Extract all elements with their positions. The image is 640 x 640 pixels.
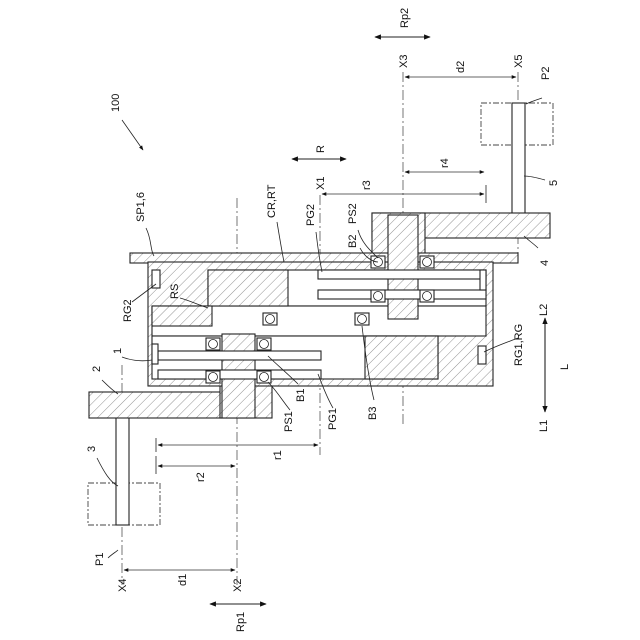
label-r2: r2 <box>195 472 207 482</box>
label-d2: d2 <box>455 61 467 73</box>
label-rg1: RG1,RG <box>513 324 525 366</box>
planet-gear-pg2-b <box>318 290 486 299</box>
label-ref-4: 4 <box>539 260 551 266</box>
label-ps2: PS2 <box>347 203 359 224</box>
planet-gear-pg1-b <box>158 370 321 379</box>
end-cap-left <box>152 344 158 364</box>
label-rg2: RG2 <box>122 299 134 322</box>
input-arm-2 <box>89 392 221 418</box>
label-sp: SP1,6 <box>135 192 147 222</box>
label-d1: d1 <box>177 574 189 586</box>
ring-gear-rg2-mark <box>152 270 160 288</box>
label-x4: X4 <box>117 579 129 592</box>
label-x2: X2 <box>232 579 244 592</box>
label-r4: r4 <box>439 158 451 168</box>
label-l1: L1 <box>538 420 550 432</box>
label-r: R <box>315 145 327 153</box>
label-cr: CR,RT <box>266 184 278 218</box>
ring-gear-rs <box>152 306 212 326</box>
planet-gear-pg2 <box>318 270 486 279</box>
planet-gear-pg1 <box>158 351 321 360</box>
end-cap-right <box>480 270 486 290</box>
label-r1: r1 <box>272 450 284 460</box>
label-rp1: Rp1 <box>235 612 247 632</box>
ring-gear-rg1-mark <box>478 346 486 364</box>
label-x5: X5 <box>513 55 525 68</box>
label-ref-100: 100 <box>110 94 122 112</box>
label-x3: X3 <box>398 55 410 68</box>
partition-right <box>365 336 438 379</box>
label-b1: B1 <box>295 389 307 402</box>
arrow-100 <box>122 120 143 150</box>
label-l: L <box>559 364 571 370</box>
partition-left <box>208 270 288 306</box>
label-p1: P1 <box>94 553 106 566</box>
label-l2: L2 <box>538 304 550 316</box>
label-rp2: Rp2 <box>399 8 411 28</box>
label-ref-1: 1 <box>112 348 124 354</box>
label-ref-3: 3 <box>86 446 98 452</box>
planet-shaft-ps2 <box>388 215 418 319</box>
label-rs: RS <box>169 284 181 299</box>
label-b2: B2 <box>347 235 359 248</box>
label-ref-5: 5 <box>548 180 560 186</box>
label-b3: B3 <box>367 407 379 420</box>
label-p2: P2 <box>540 67 552 80</box>
label-r3: r3 <box>361 180 373 190</box>
label-x1: X1 <box>315 177 327 190</box>
label-ps1: PS1 <box>283 411 295 432</box>
label-pg1: PG1 <box>327 408 339 430</box>
label-ref-2: 2 <box>91 366 103 372</box>
label-pg2: PG2 <box>305 204 317 226</box>
